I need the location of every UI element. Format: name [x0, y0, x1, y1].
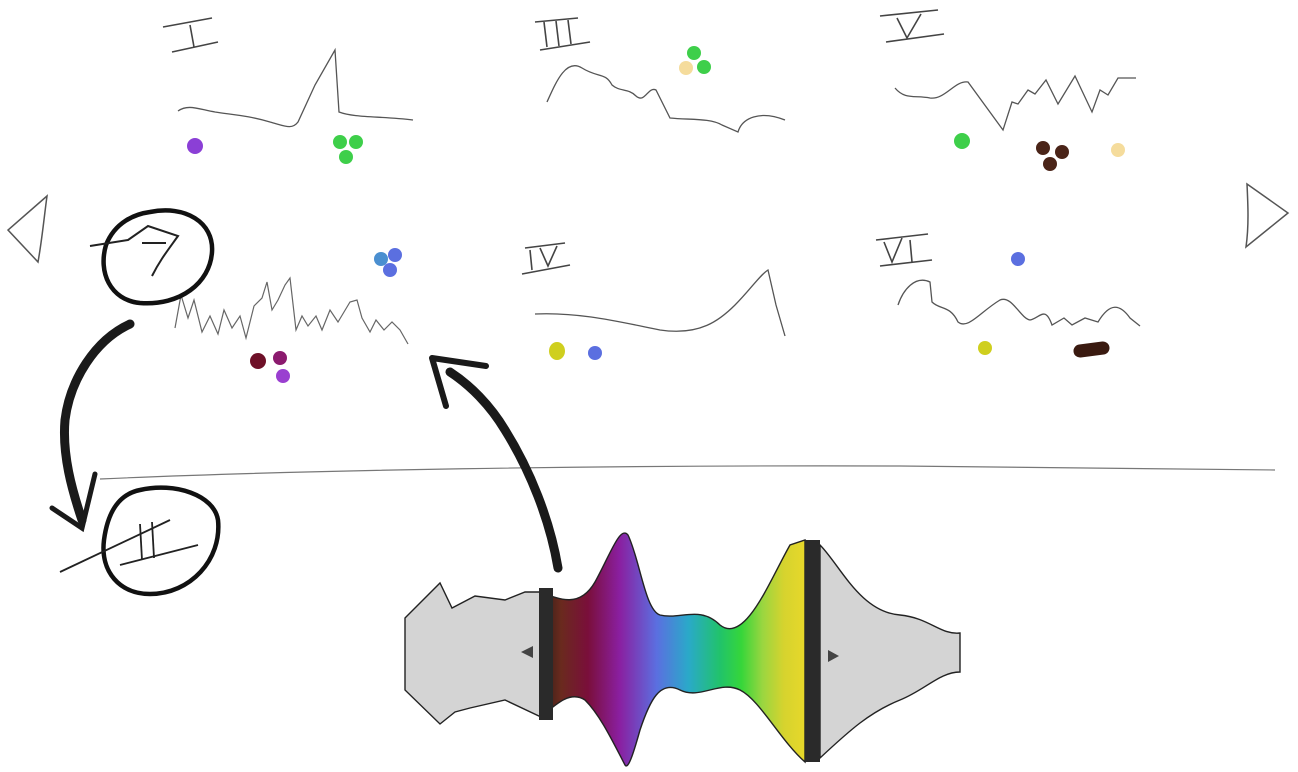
play-right-icon[interactable] [828, 650, 839, 662]
marker-dots [679, 46, 711, 75]
curved-arrow [59, 319, 135, 525]
right-inactive-region [819, 543, 961, 760]
circled-label-7[interactable] [89, 208, 215, 306]
circled-label-2[interactable] [59, 485, 221, 597]
left-inactive-region [404, 581, 542, 725]
panel-7[interactable] [174, 248, 409, 383]
pointer-arrow [445, 367, 563, 573]
horizontal-divider [99, 465, 1276, 480]
waveform-line [546, 65, 786, 133]
arrow-head [429, 355, 489, 409]
roman-numeral-6 [875, 233, 933, 267]
waveform-line [534, 268, 786, 337]
panel-6[interactable] [875, 233, 1141, 358]
panel-4[interactable] [521, 242, 786, 360]
marker-dots [250, 248, 402, 383]
panel-3[interactable] [534, 17, 786, 133]
marker-dots [954, 133, 1125, 171]
triangle-left-icon[interactable] [6, 194, 49, 264]
digit-7 [89, 224, 180, 277]
circle-outline [101, 485, 221, 597]
waveform-line [177, 47, 414, 128]
marker-dots [978, 252, 1110, 358]
roman-numeral-4 [521, 242, 571, 275]
spectrum-band [540, 532, 806, 767]
roman-numeral-1 [162, 17, 219, 53]
left-range-handle[interactable] [539, 588, 553, 720]
color-spectrum-selector[interactable] [404, 532, 961, 767]
arrow-head [49, 471, 98, 533]
waveform-line [897, 279, 1141, 327]
roman-numeral-3 [534, 17, 591, 51]
waveform-line [174, 276, 409, 345]
triangle-right-icon[interactable] [1244, 182, 1290, 249]
play-left-icon[interactable] [521, 646, 533, 658]
roman-numeral-5 [879, 9, 945, 43]
circle-outline [101, 208, 215, 306]
right-range-handle[interactable] [805, 540, 820, 762]
panel-5[interactable] [879, 9, 1136, 171]
waveform-line [894, 74, 1136, 132]
panel-1[interactable] [162, 17, 414, 164]
marker-dots [549, 342, 602, 360]
numeral-2 [59, 519, 199, 573]
marker-dots [187, 135, 363, 164]
